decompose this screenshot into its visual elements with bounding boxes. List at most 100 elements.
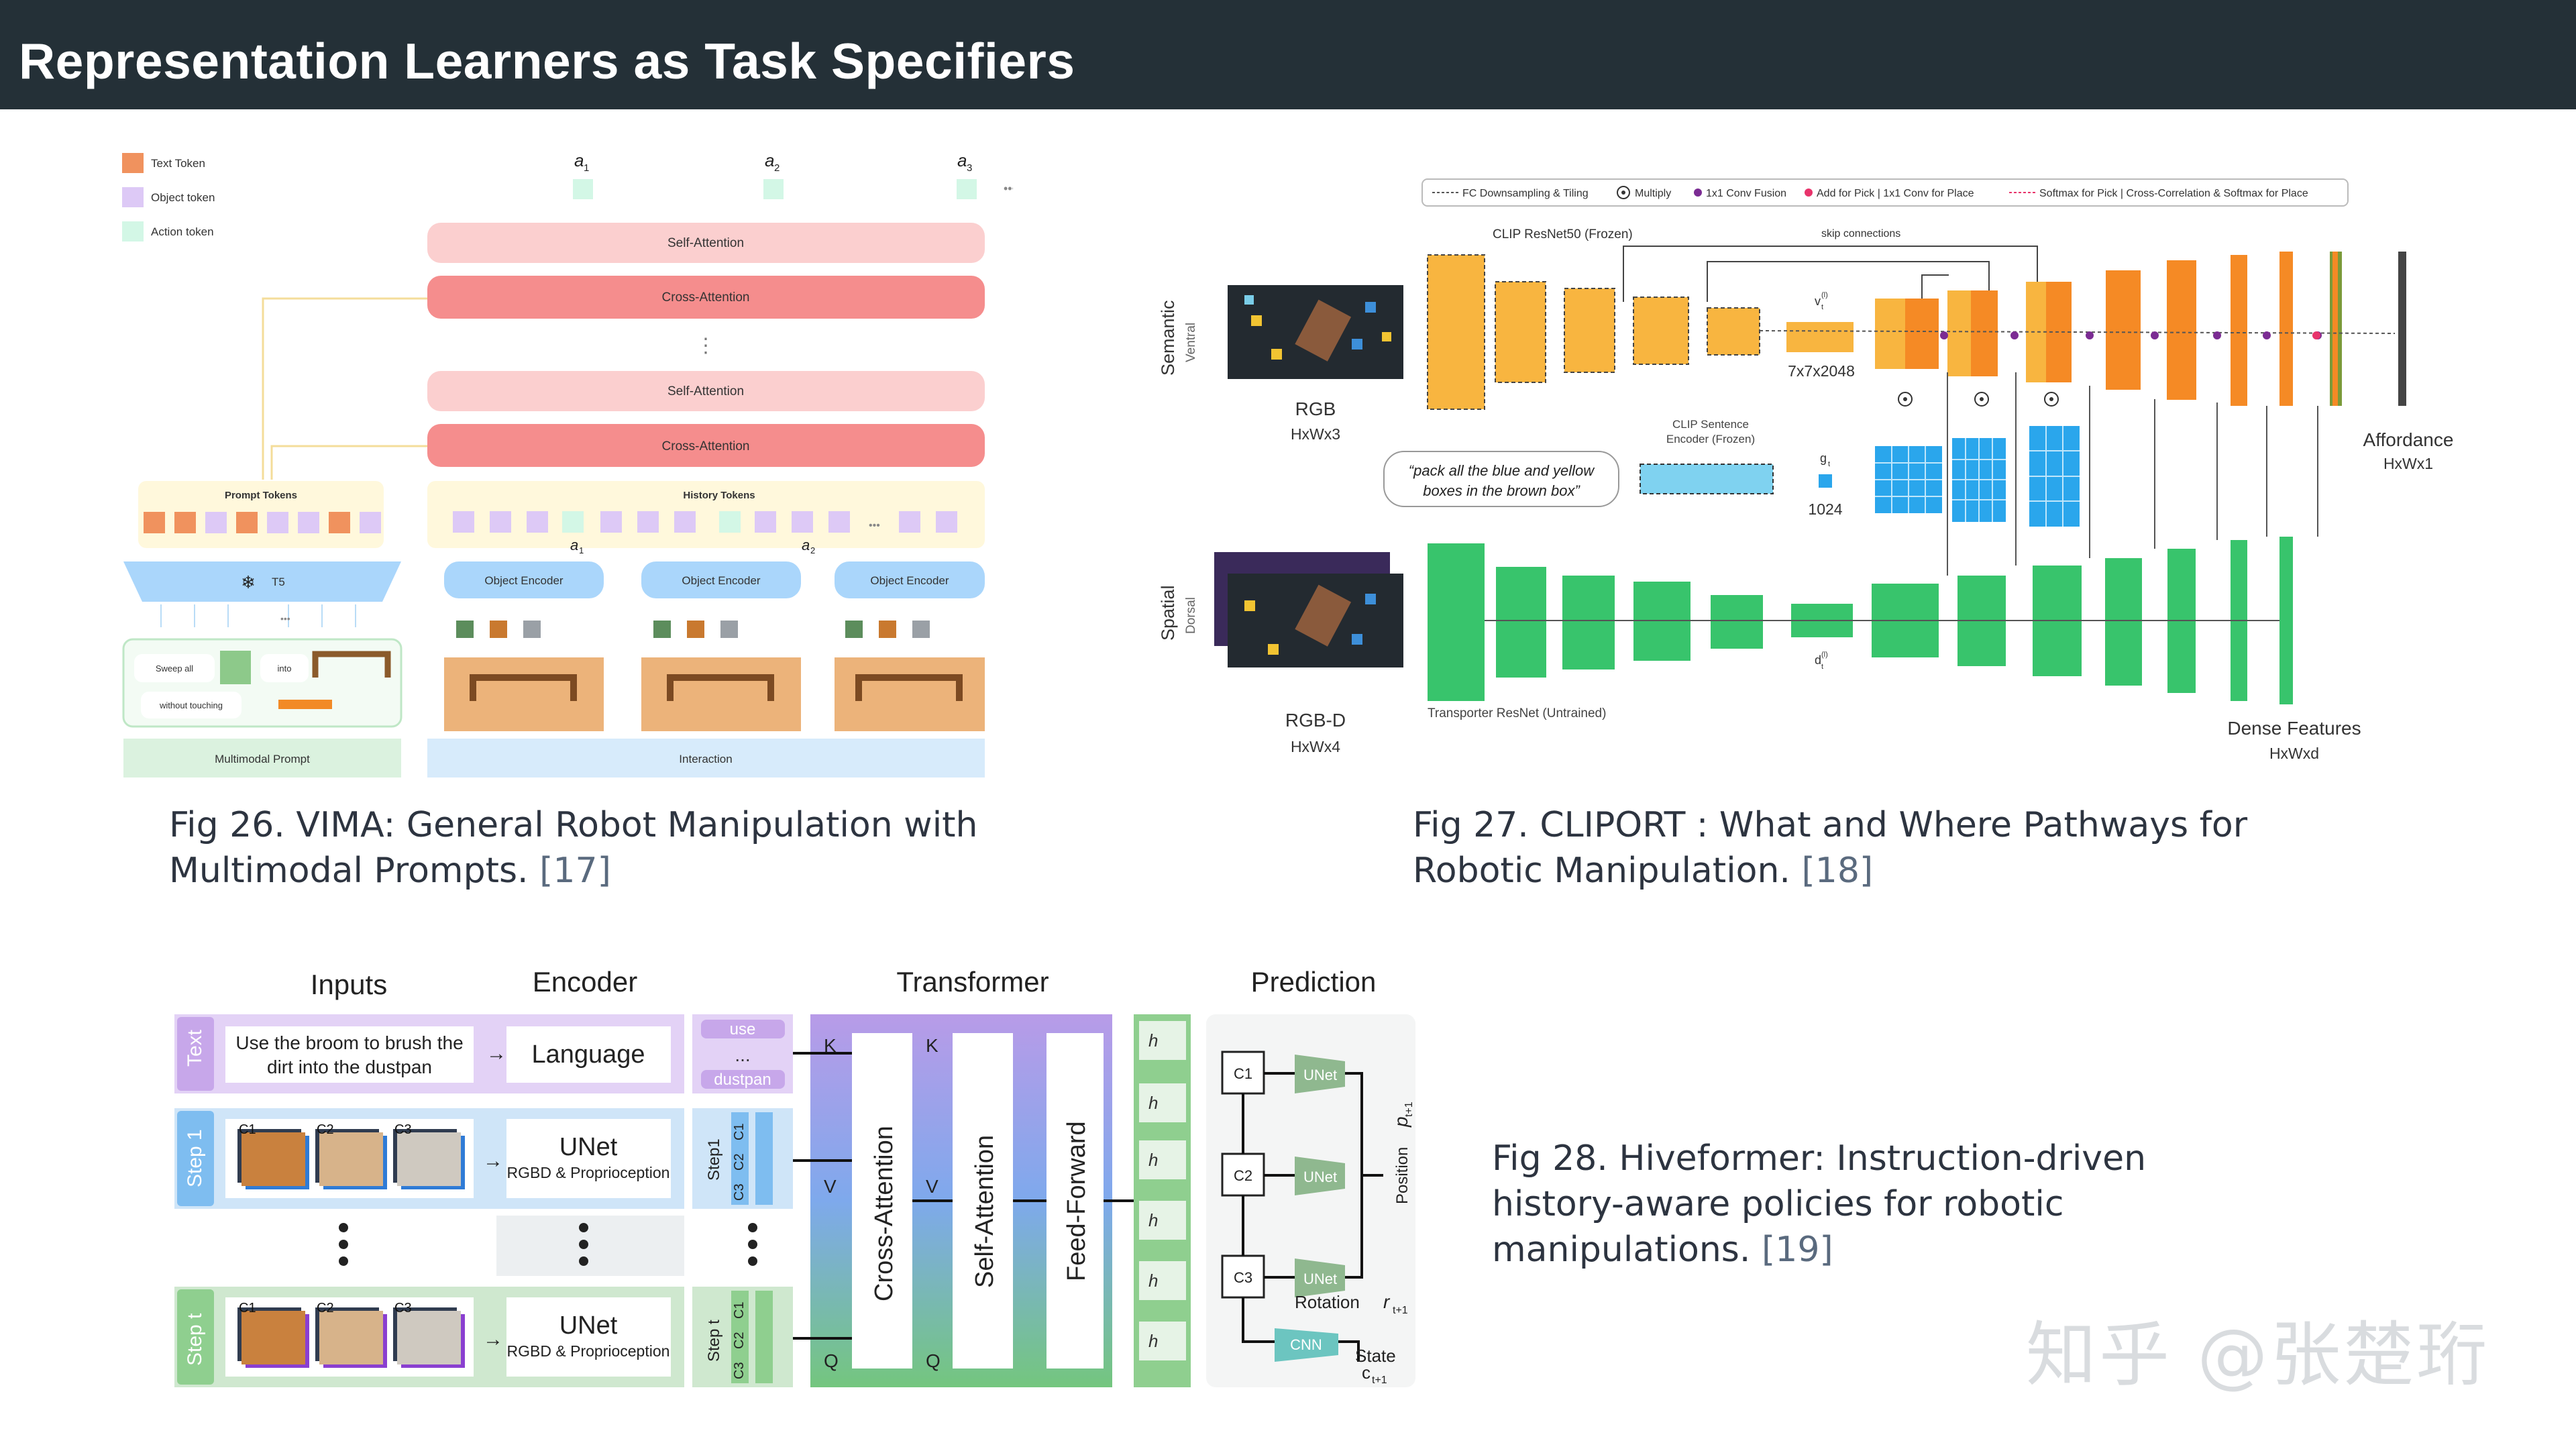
prompt-word-without-label: without touching: [159, 700, 223, 710]
prompt-token-row: [144, 512, 381, 533]
action-output-3: a 3: [957, 150, 977, 199]
cnn-label: CNN: [1290, 1336, 1322, 1353]
instruction-bubble: [1383, 451, 1619, 507]
self-attention-label: Self-Attention: [971, 1135, 999, 1288]
legend-object-token-swatch: [122, 187, 144, 207]
svg-text:Object Encoder: Object Encoder: [484, 574, 564, 587]
legend-text-token: Text Token: [151, 157, 205, 170]
affordance-dim: HxWx1: [2383, 455, 2433, 472]
prompt-tokens-panel: [138, 481, 384, 548]
prediction-cubes: C1 C2 C3: [1221, 1051, 1265, 1299]
language-encoder: [506, 1026, 671, 1083]
zhihu-watermark: 知乎 @张楚珩: [2026, 1314, 2490, 1396]
transformer-header: Transformer: [896, 966, 1049, 998]
v-label: V: [824, 1176, 837, 1197]
multimodal-prompt-label: Multimodal Prompt: [215, 753, 310, 765]
svg-text:C1: C1: [1234, 1065, 1252, 1082]
cross-attention-block-top: [427, 276, 985, 319]
stept-token-c3: C3: [732, 1362, 747, 1379]
arrow-icon: →: [486, 1042, 506, 1065]
self-attention-label-top: Self-Attention: [667, 236, 744, 250]
token-ellipsis: ...: [735, 1044, 750, 1065]
token-dustpan: dustpan: [714, 1071, 771, 1089]
svg-text:1: 1: [584, 162, 589, 174]
encoder-header: Encoder: [533, 966, 637, 998]
svg-text:2: 2: [774, 162, 780, 174]
prediction-arrows: [1242, 1072, 1383, 1362]
conv-fusion-dots: [1940, 331, 2322, 339]
dt-sup: (l): [1821, 651, 1828, 659]
step1-token-c1: C1: [732, 1123, 747, 1140]
vt-feature: [1786, 322, 1854, 352]
instruction-box: [225, 1026, 474, 1083]
instruction-line-2: boxes in the brown box”: [1423, 482, 1580, 499]
size-7x7: 7x7x2048: [1788, 362, 1855, 380]
gt-label: g: [1820, 451, 1827, 465]
rgb-label: RGB: [1295, 398, 1336, 419]
semantic-flow-line: [1759, 330, 2396, 334]
vt-label: v: [1815, 294, 1821, 308]
lateral-connectors: [1947, 372, 2318, 576]
svg-text:Object Encoder: Object Encoder: [682, 574, 761, 587]
fig26-caption: Fig 26. VIMA: General Robot Manipulation…: [169, 802, 1041, 894]
prompt-to-cross-connector: [262, 297, 427, 480]
svg-text:Object Encoder: Object Encoder: [870, 574, 949, 587]
dim-1024: 1024: [1808, 500, 1842, 518]
instruction-line-1: “pack all the blue and yellow: [1409, 462, 1595, 479]
skip-connection-lines: [1623, 246, 2038, 302]
rgbd-dim: HxWx4: [1291, 738, 1340, 755]
rgbd-label: RGB-D: [1285, 710, 1346, 731]
fig26-caption-text: Fig 26. VIMA: General Robot Manipulation…: [169, 805, 978, 891]
fig27-caption: Fig 27. CLIPORT : What and Where Pathway…: [1413, 802, 2285, 894]
t5-ellipsis: •••: [280, 613, 290, 624]
action-output-2: a 2: [763, 150, 784, 199]
history-ellipsis: •••: [869, 520, 880, 531]
object-encoder-3: Object Encoder: [835, 561, 985, 731]
fig28-caption: Fig 28. Hiveformer: Instruction-driven h…: [1492, 1136, 2257, 1273]
unet-encoder-stept: [506, 1297, 671, 1377]
k-label-self: K: [926, 1035, 938, 1056]
fig27-caption-text: Fig 27. CLIPORT : What and Where Pathway…: [1413, 805, 2248, 891]
prompt-word-into-label: into: [278, 663, 292, 674]
svg-text:UNet: UNet: [1303, 1169, 1337, 1185]
history-action-1-sub: 1: [579, 545, 584, 555]
spatial-label: Spatial: [1158, 585, 1178, 641]
history-token-row: [453, 511, 957, 533]
fig27-ref: [18]: [1801, 851, 1874, 891]
vt-sup: (l): [1821, 291, 1828, 299]
stept-token-c2: C2: [732, 1332, 747, 1349]
clip-resnet-label: CLIP ResNet50 (Frozen): [1493, 227, 1633, 241]
encoder-gap-bg: [496, 1216, 684, 1276]
gt-embedding: [1819, 474, 1832, 488]
vima-figure: Text Token Object token Action token a 1…: [122, 150, 1013, 777]
ventral-label: Ventral: [1184, 323, 1198, 362]
cliport-legend: [1421, 178, 2349, 207]
language-encoder-label: Language: [531, 1040, 645, 1069]
interaction-label-bar: [427, 739, 985, 777]
text-row-label: Text: [184, 1029, 206, 1067]
prompt-object-green-blocks: [220, 651, 251, 684]
svg-text:C3: C3: [394, 1301, 412, 1316]
history-action-1: a: [570, 537, 578, 553]
cross-attention-label-top: Cross-Attention: [662, 290, 750, 305]
history-action-2: a: [802, 537, 810, 553]
prompt-word-without: [141, 692, 241, 718]
prompt-word-sweep: [134, 654, 215, 682]
prediction-unets: UNet UNet UNet: [1295, 1055, 1345, 1297]
legend-conv: 1x1 Conv Fusion: [1706, 188, 1786, 199]
position-label: Position: [1393, 1147, 1411, 1204]
cross-attention-label-bottom: Cross-Attention: [662, 439, 750, 453]
h-token-4: h: [1148, 1210, 1158, 1230]
h-token-5: h: [1148, 1271, 1158, 1291]
step1-label: Step 1: [184, 1129, 206, 1187]
history-tokens-label: History Tokens: [683, 490, 755, 501]
instruction-line-1: Use the broom to brush the: [235, 1032, 463, 1053]
stept-token-label: Step t: [705, 1320, 723, 1362]
step1-token-c2: C2: [732, 1153, 747, 1171]
legend-action-token: Action token: [151, 225, 214, 238]
object-encoder-1: Object Encoder: [444, 561, 604, 731]
clip-encoder-blocks: [1427, 254, 1760, 410]
fig28-caption-text: Fig 28. Hiveformer: Instruction-driven h…: [1492, 1138, 2147, 1270]
legend-object-token: Object token: [151, 191, 215, 204]
prompt-to-cross-connector-2: [270, 445, 427, 480]
